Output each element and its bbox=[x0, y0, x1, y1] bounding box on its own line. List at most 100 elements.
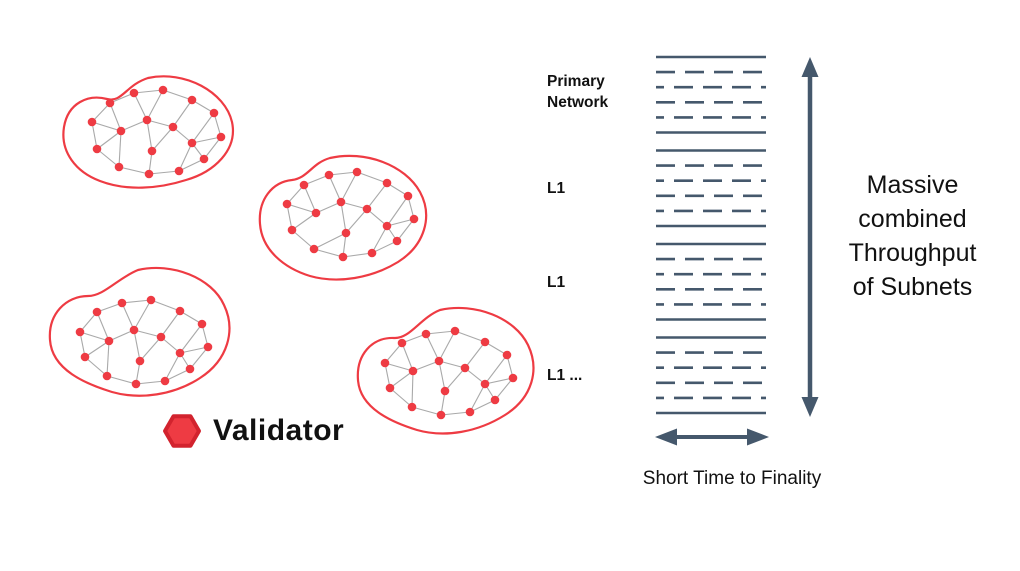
validator-node bbox=[156, 332, 166, 342]
network-edge bbox=[286, 203, 317, 214]
network-edge bbox=[148, 170, 180, 175]
network-edge bbox=[303, 174, 330, 186]
validator-node bbox=[367, 248, 377, 258]
network-edge bbox=[91, 121, 122, 132]
network-edge bbox=[118, 166, 150, 175]
validator-node bbox=[299, 180, 309, 190]
network-edge bbox=[328, 174, 342, 203]
validator-legend-label: Validator bbox=[213, 414, 345, 447]
network-edge bbox=[356, 171, 388, 184]
network-edge bbox=[84, 340, 110, 358]
network-edge bbox=[162, 89, 193, 101]
validator-node bbox=[434, 356, 444, 366]
network-edge bbox=[401, 342, 414, 372]
validator-node bbox=[187, 138, 197, 148]
network-edge bbox=[178, 158, 205, 172]
network-edge bbox=[366, 208, 388, 227]
network-edge bbox=[412, 360, 440, 372]
validator-node bbox=[282, 199, 292, 209]
stack-label-l1-3: L1 ... bbox=[547, 367, 583, 384]
validator-node bbox=[102, 371, 112, 381]
network-edge bbox=[79, 311, 98, 333]
network-edge bbox=[469, 399, 496, 413]
network-edge bbox=[425, 330, 456, 335]
network-edge bbox=[172, 99, 193, 128]
network-edge bbox=[315, 201, 342, 214]
validator-node bbox=[147, 146, 157, 156]
validator-node bbox=[129, 325, 139, 335]
throughput-annotation: Massive combined Throughput of Subnets bbox=[848, 171, 977, 301]
network-edge bbox=[386, 218, 415, 227]
validator-node bbox=[409, 214, 419, 224]
validator-node bbox=[117, 298, 127, 308]
validator-node bbox=[338, 252, 348, 262]
network-edge bbox=[389, 387, 413, 408]
validator-node bbox=[142, 115, 152, 125]
network-edge bbox=[438, 360, 446, 392]
validator-node bbox=[135, 356, 145, 366]
network-edge bbox=[484, 354, 508, 385]
validator-node bbox=[92, 144, 102, 154]
network-edge bbox=[425, 333, 440, 362]
network-edge bbox=[160, 310, 181, 338]
arrowhead-up-icon bbox=[801, 57, 819, 77]
network-edge bbox=[291, 229, 315, 250]
network-edge bbox=[146, 119, 153, 152]
network-edge bbox=[120, 119, 148, 132]
network-edge bbox=[133, 299, 152, 331]
network-edge bbox=[96, 302, 123, 313]
network-edge bbox=[328, 171, 358, 176]
network-edge bbox=[121, 302, 135, 331]
validator-node bbox=[380, 358, 390, 368]
validator-node bbox=[385, 383, 395, 393]
network-edge bbox=[464, 341, 486, 369]
network-edge bbox=[189, 346, 209, 370]
validator-node bbox=[336, 197, 346, 207]
network-edge bbox=[438, 360, 466, 369]
network-edge bbox=[291, 212, 317, 231]
network-edge bbox=[121, 299, 152, 304]
validator-node bbox=[114, 162, 124, 172]
network-edge bbox=[109, 92, 135, 104]
network-edge bbox=[371, 225, 388, 254]
stack-label-primary-network: Primary Network bbox=[547, 73, 609, 111]
network-edge bbox=[133, 89, 164, 94]
finality-annotation: Short Time to Finality bbox=[642, 468, 822, 489]
network-edge bbox=[438, 330, 456, 362]
network-edge bbox=[313, 232, 347, 250]
validator-node bbox=[144, 169, 154, 179]
validator-node bbox=[421, 329, 431, 339]
network-edge bbox=[133, 92, 148, 121]
validator-node bbox=[352, 167, 362, 177]
network-edge bbox=[494, 377, 514, 401]
validator-node bbox=[104, 336, 114, 346]
validator-node bbox=[187, 95, 197, 105]
validator-node bbox=[175, 306, 185, 316]
network-edge bbox=[109, 102, 122, 132]
subnet-outline bbox=[62, 75, 235, 189]
network-edge bbox=[386, 195, 409, 227]
network-edge bbox=[164, 352, 181, 382]
validator-node bbox=[92, 307, 102, 317]
arrowhead-right-icon bbox=[747, 428, 769, 446]
validator-node bbox=[407, 402, 417, 412]
validator-node bbox=[197, 319, 207, 329]
validator-node bbox=[311, 208, 321, 218]
validator-node bbox=[175, 348, 185, 358]
validator-node bbox=[460, 363, 470, 373]
validator-node bbox=[203, 342, 213, 352]
network-edge bbox=[146, 119, 174, 128]
network-edge bbox=[118, 130, 122, 168]
network-edge bbox=[340, 171, 358, 203]
validator-node bbox=[341, 228, 351, 238]
network-edge bbox=[384, 342, 403, 364]
network-edge bbox=[345, 208, 368, 234]
network-edge bbox=[389, 370, 414, 389]
network-edge bbox=[469, 383, 486, 413]
validator-node bbox=[309, 244, 319, 254]
network-edge bbox=[340, 201, 368, 210]
validator-node bbox=[362, 204, 372, 214]
network-edge bbox=[411, 406, 442, 416]
validator-node bbox=[480, 379, 490, 389]
stack-label-l1-1: L1 bbox=[547, 180, 566, 197]
